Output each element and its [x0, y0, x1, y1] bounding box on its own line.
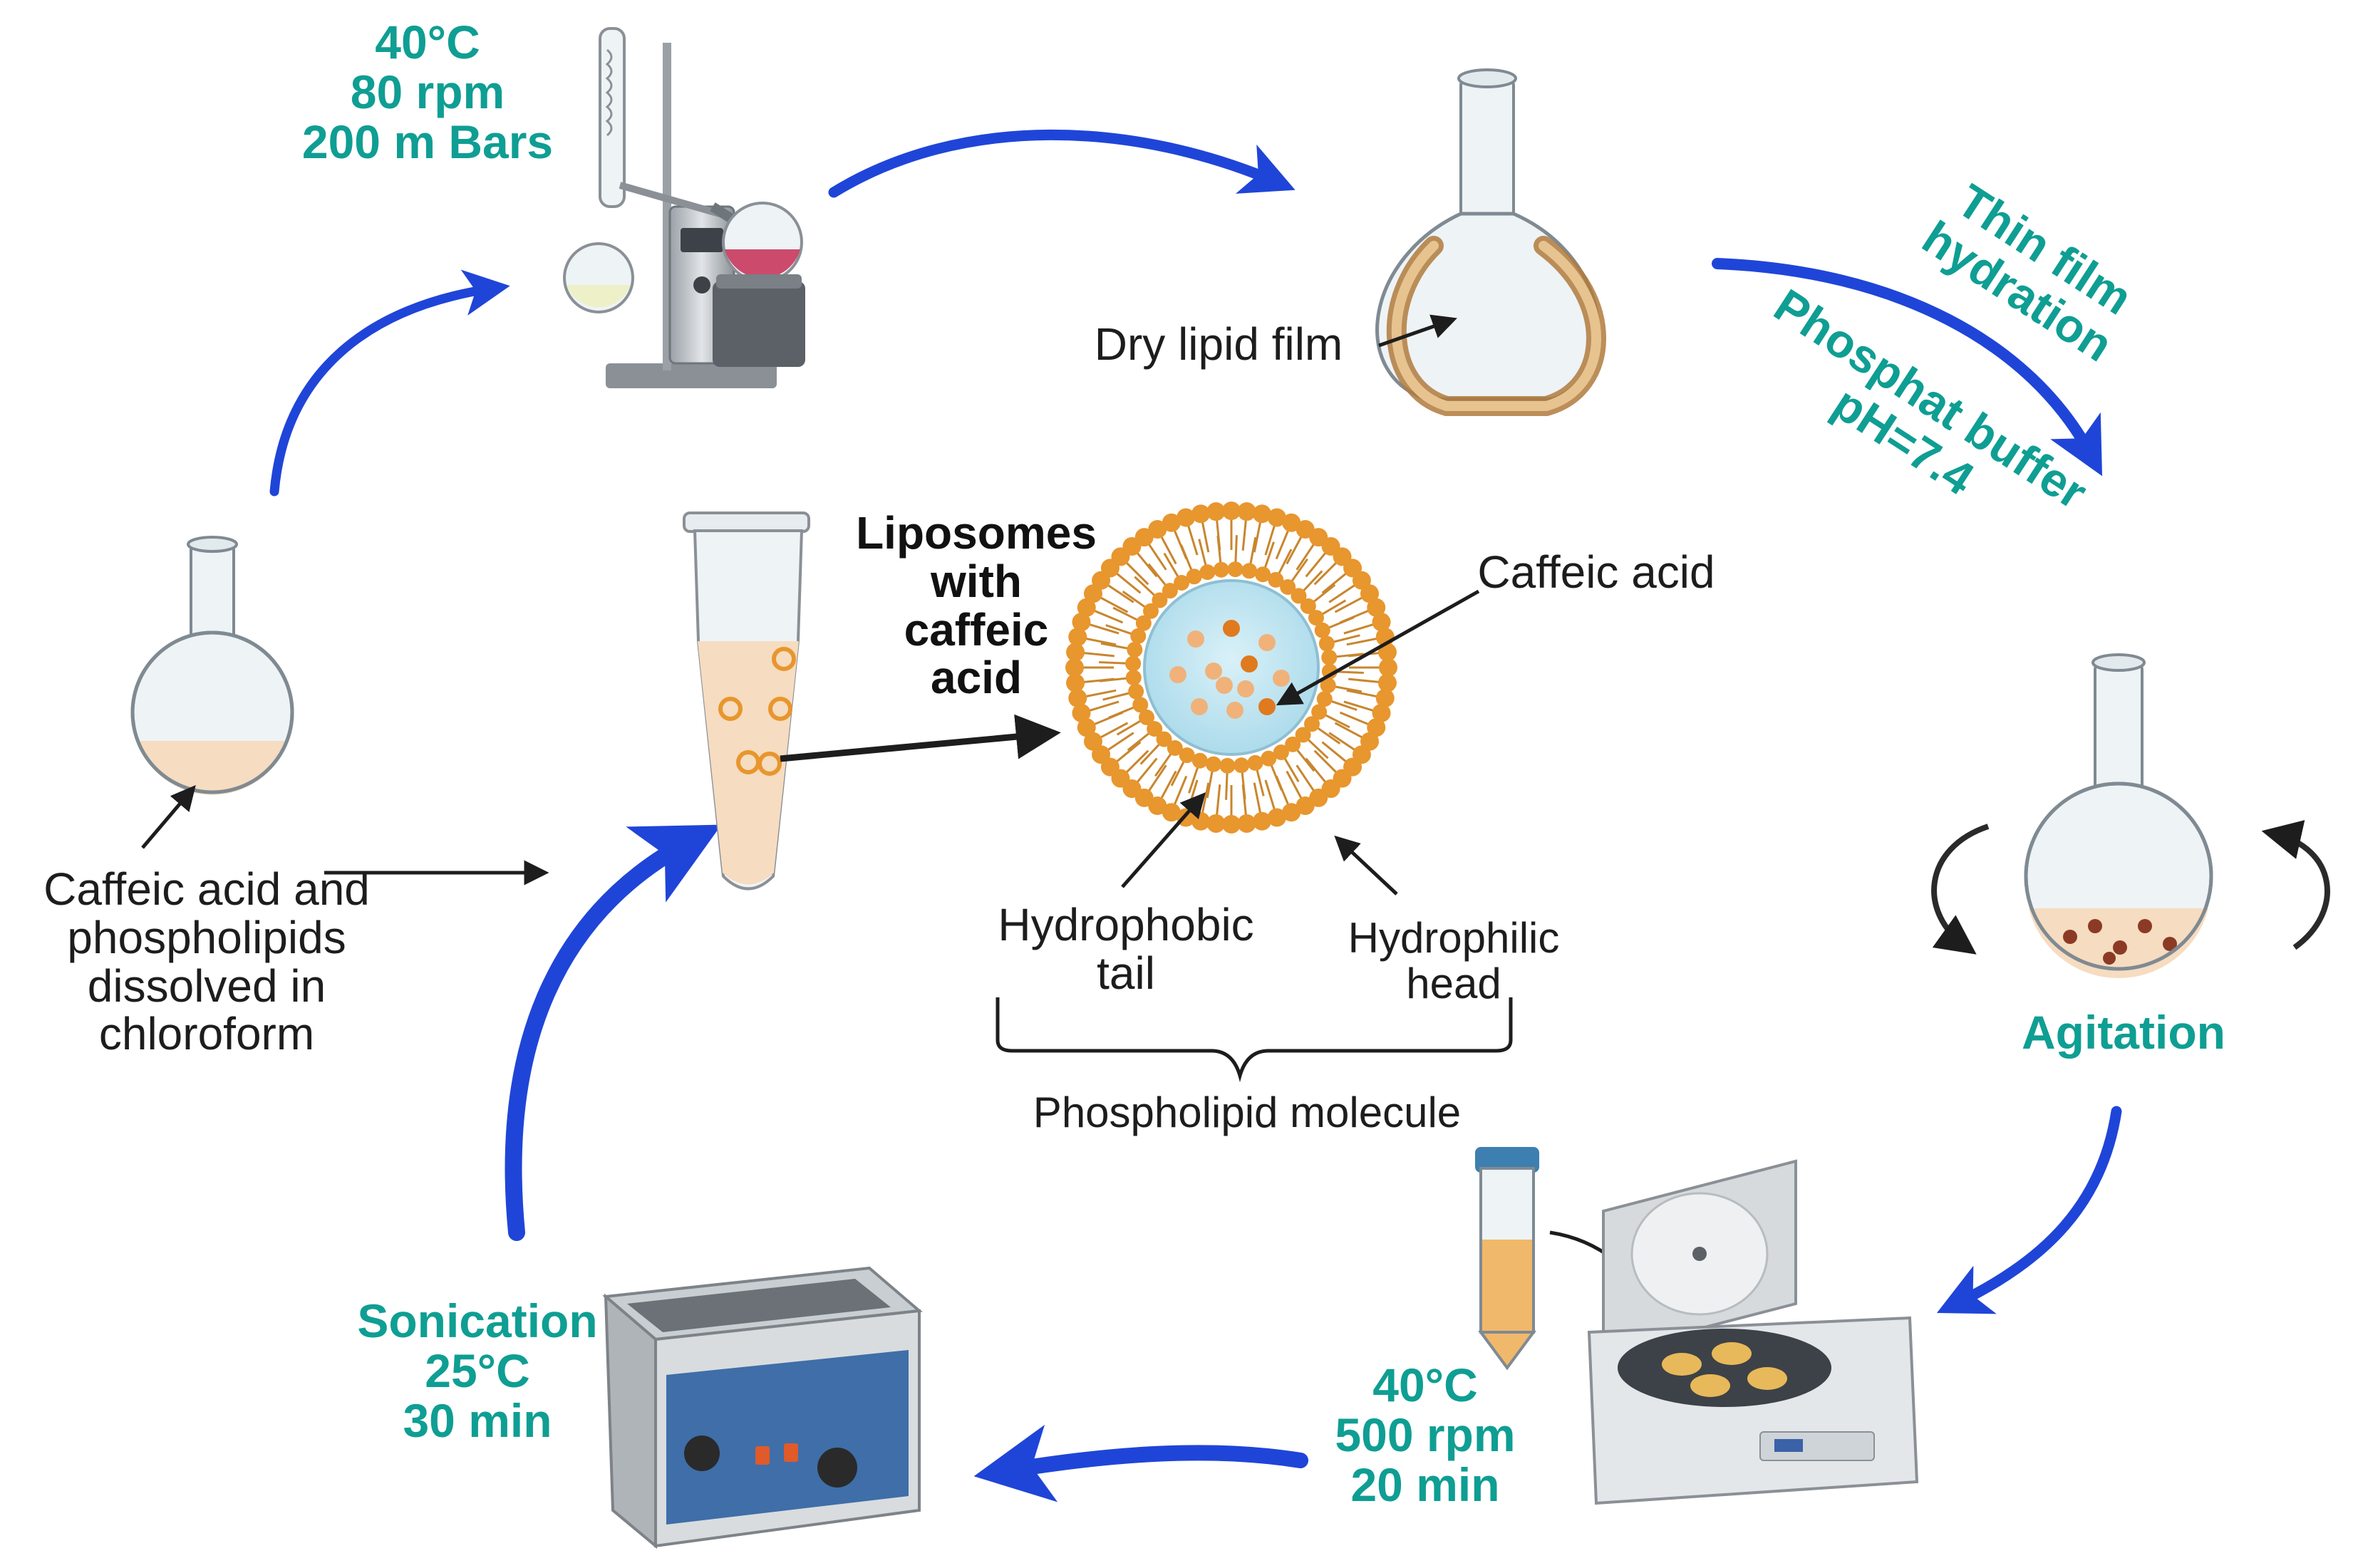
- centrifuge-params: 40°C 500 rpm 20 min: [1335, 1359, 1516, 1511]
- process-arrows: [269, 129, 2122, 1502]
- head-pointer: [1334, 835, 1398, 895]
- microtube-icon: [683, 512, 810, 891]
- hydrophobic-tail-label: Hydrophobic tail: [998, 899, 1254, 999]
- start-label: Caffeic acid and phospholipids dissolved…: [43, 863, 370, 1060]
- dry-film-label: Dry lipid film: [1094, 318, 1343, 370]
- dry-film-pointer: [1378, 314, 1457, 348]
- phospholipid-molecule-label: Phospholipid molecule: [1033, 1089, 1462, 1136]
- liposome-product-label: Liposomes with caffeic acid: [856, 507, 1097, 704]
- ultrasonic-bath-icon: [602, 1266, 923, 1549]
- caffeic-acid-label: Caffeic acid: [1477, 546, 1715, 598]
- flask-with-lipid-film-icon: [1375, 68, 1606, 416]
- hydrophilic-head-label: Hydrophilic head: [1348, 914, 1560, 1007]
- round-bottom-flask-icon: [130, 536, 294, 795]
- start-label-pointer: [141, 784, 196, 849]
- tail-pointer: [1121, 792, 1206, 888]
- arrow-sonication-to-tube: [505, 824, 722, 1241]
- tube-to-liposome-pointer: [780, 714, 1061, 762]
- arrow-agitation-to-centrifuge: [1936, 1106, 2122, 1314]
- sonication-params: Sonication 25°C 30 min: [357, 1294, 598, 1447]
- phospholipid-brace: [996, 997, 1513, 1083]
- centrifuge-icon: [1475, 1147, 1919, 1505]
- agitation-label: Agitation: [2022, 1006, 2225, 1059]
- caffeic-acid-pointer: [1276, 589, 1480, 706]
- rotavap-params: 40°C 80 rpm 200 m Bars: [301, 16, 554, 168]
- agitated-flask-icon: [1931, 653, 2330, 978]
- phospholipid-bilayer: [1065, 502, 1397, 834]
- arrow-start-to-rotavap: [269, 269, 510, 497]
- rotary-evaporator-icon: [563, 27, 805, 388]
- arrow-rotavap-to-film: [828, 129, 1296, 198]
- arrow-film-to-agitation: [1712, 258, 2103, 477]
- arrow-centrifuge-to-sonication: [973, 1424, 1308, 1502]
